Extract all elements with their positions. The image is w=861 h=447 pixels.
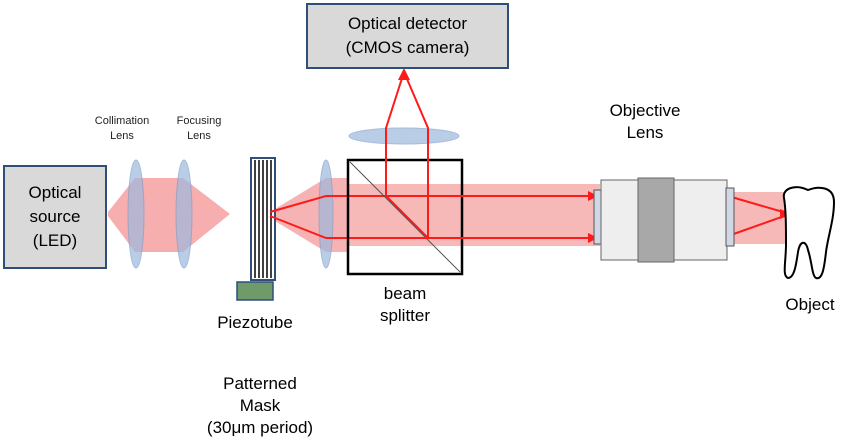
mask-label-1: Patterned <box>223 374 297 393</box>
tooth-icon <box>782 186 836 280</box>
mask-label-3: (30μm period) <box>206 418 314 437</box>
optical-detector-box: Optical detector (CMOS camera) <box>306 3 509 69</box>
detector-label-2: (CMOS camera) <box>345 38 470 57</box>
collimation-label-2: Lens <box>110 130 134 142</box>
splitter-rays <box>385 71 600 239</box>
source-beam <box>108 178 230 252</box>
objective-lens-label: Objective Lens <box>590 100 700 144</box>
patterned-mask <box>250 157 276 281</box>
piezotube-block <box>236 281 274 301</box>
splitter-label-1: beam <box>383 284 427 303</box>
detector-label-1: Optical detector <box>347 14 468 33</box>
object-beam <box>728 192 800 244</box>
object-text: Object <box>785 295 835 314</box>
collimation-lens-label: Collimation Lens <box>86 114 158 144</box>
collimation-label-1: Collimation <box>94 115 150 127</box>
splitter-label-2: splitter <box>379 306 431 325</box>
objective-label-2: Lens <box>626 123 664 142</box>
detector-lens <box>348 127 460 145</box>
mask-beam <box>270 178 348 252</box>
main-beam <box>348 184 600 246</box>
source-label-3: (LED) <box>32 231 78 250</box>
beam-splitter-cube <box>346 158 464 276</box>
patterned-mask-label: Patterned Mask (30μm period) <box>190 373 330 439</box>
focusing-label-1: Focusing <box>176 115 222 127</box>
objective-lens-body <box>593 177 735 263</box>
focusing-lens-label: Focusing Lens <box>166 114 232 144</box>
source-label-2: source <box>29 207 81 226</box>
focusing-lens <box>175 159 193 269</box>
collimation-lens <box>127 159 145 269</box>
beam-splitter-label: beam splitter <box>355 283 455 327</box>
mask-rays <box>269 195 386 239</box>
optical-source-box: Optical source (LED) <box>3 165 107 269</box>
piezotube-text: Piezotube <box>217 313 293 332</box>
relay-lens <box>318 159 334 269</box>
source-label-1: Optical <box>28 183 82 202</box>
piezotube-label: Piezotube <box>200 312 310 334</box>
objective-label-1: Objective <box>609 101 681 120</box>
object-label: Object <box>770 294 850 316</box>
focusing-label-2: Lens <box>187 130 211 142</box>
mask-label-2: Mask <box>239 396 281 415</box>
